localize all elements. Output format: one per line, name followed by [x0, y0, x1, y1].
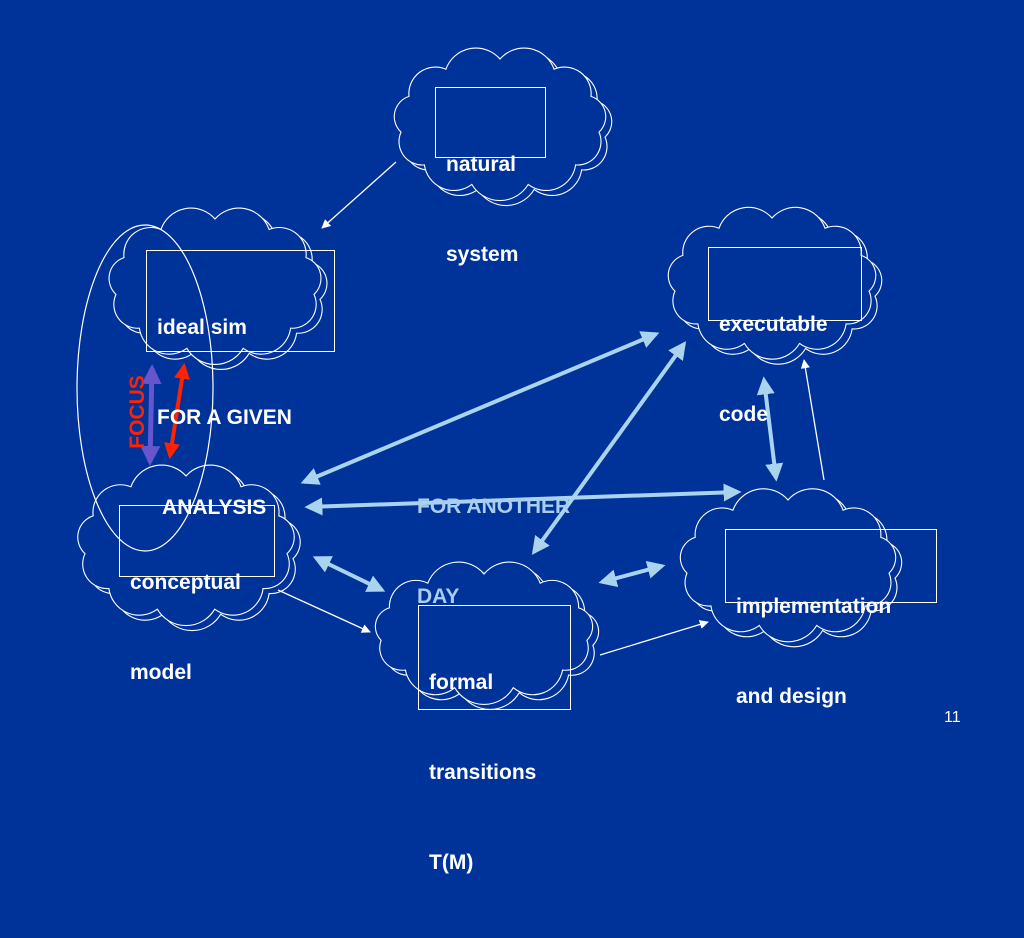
cloud-implementation-design	[679, 488, 903, 648]
node-conceptual-model-line-2: model	[130, 661, 192, 684]
node-formal-transitions-line-3: T(M)	[429, 851, 474, 874]
page-number: 11	[944, 709, 961, 726]
cloud-outline	[108, 207, 322, 365]
arrow-conceptual-to-formal	[277, 589, 371, 633]
cloud-outline	[393, 47, 607, 202]
arrow-natural-to-ideal	[321, 161, 397, 229]
node-implementation-design-line-1: implementation	[736, 595, 892, 618]
node-conceptual-model-line-1: conceptual	[130, 571, 241, 594]
node-natural-system-line-2: system	[446, 243, 519, 266]
node-implementation-design-line-2: and design	[736, 685, 847, 708]
node-natural-system-line-1: natural	[446, 153, 517, 176]
node-ideal-sim-line-3: ANALYSIS	[157, 496, 267, 519]
arrow-implementation-to-executable	[800, 359, 825, 481]
node-ideal-sim-line-2: FOR A GIVEN	[157, 406, 292, 429]
cloud-ideal-sim	[108, 207, 328, 370]
node-executable-code-line-1: executable	[719, 313, 828, 336]
annotation-line-1: FOR ANOTHER	[417, 495, 571, 518]
node-ideal-sim-line-1: ideal sim	[157, 316, 247, 339]
node-natural-system: natural system	[435, 87, 546, 266]
focus-label: FOCUS	[126, 375, 149, 449]
arrow-conceptual-formal	[312, 556, 386, 592]
node-executable-code: executable code	[708, 247, 862, 426]
arrow-executable-implementation	[756, 376, 784, 482]
focus-arrow-red	[164, 362, 190, 460]
cloud-outline	[374, 561, 594, 705]
focus-ellipse	[76, 224, 214, 552]
arrow-formal-implementation	[598, 561, 666, 587]
node-formal-transitions-line-1: formal	[429, 671, 494, 694]
annotation-line-2: DAY	[417, 585, 460, 608]
cloud-natural-system	[393, 47, 613, 207]
for-another-day-annotation: FOR ANOTHER DAY	[417, 432, 570, 672]
slide: natural system ideal sim FOR A GIVEN ANA…	[76, 47, 961, 874]
node-ideal-sim: ideal sim FOR A GIVEN ANALYSIS	[146, 250, 335, 519]
node-conceptual-model: conceptual model	[119, 505, 275, 684]
node-implementation-design: implementation and design	[725, 529, 937, 708]
focus-arrow-purple	[140, 364, 162, 466]
node-formal-transitions-line-2: transitions	[429, 761, 537, 784]
node-executable-code-line-2: code	[719, 403, 769, 426]
arrow-formal-executable	[531, 341, 687, 555]
cloud-outline	[679, 488, 897, 643]
arrow-formal-to-implementation	[599, 620, 709, 656]
